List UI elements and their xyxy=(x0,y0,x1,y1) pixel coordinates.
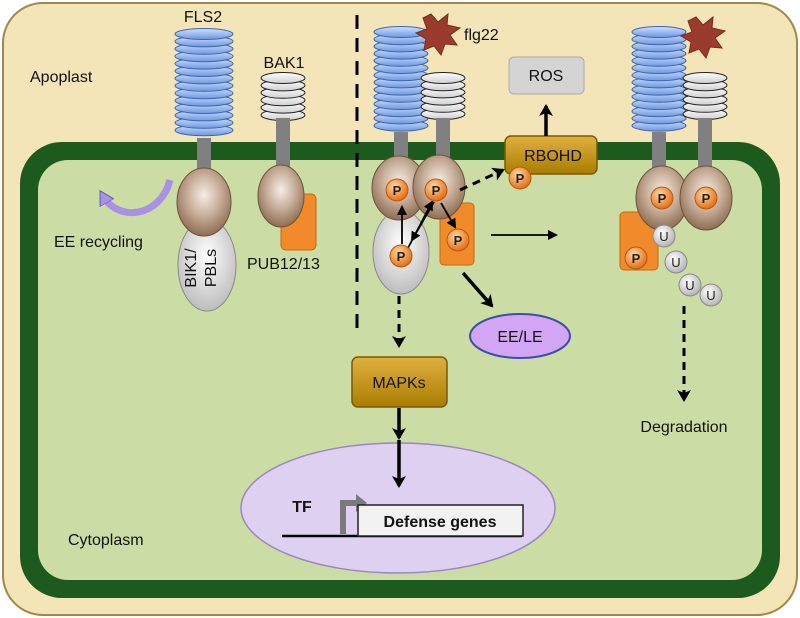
fls2-lrr xyxy=(174,28,234,137)
flg22-label: flg22 xyxy=(464,27,499,44)
fls2-lrr-active xyxy=(373,26,429,132)
bak1-kinase xyxy=(257,164,305,228)
phosphate-circle xyxy=(650,186,674,210)
pub-label: PUB12/13 xyxy=(247,256,320,273)
ubiquitin-label: U xyxy=(659,229,668,244)
flg22-star xyxy=(414,12,462,57)
phosphate-group: P xyxy=(694,186,718,210)
ubiquitin-label: U xyxy=(685,278,694,293)
phosphate-circle xyxy=(694,186,718,210)
recycling-arrow xyxy=(103,178,174,216)
bak1-tm xyxy=(276,118,290,173)
promoter-arrow xyxy=(340,500,357,534)
bak1-lrr xyxy=(260,72,306,121)
transmembrane-domains xyxy=(197,118,712,173)
phosphate-group: P xyxy=(389,244,413,268)
ros-label: ROS xyxy=(529,68,564,85)
bak1-tm-deg xyxy=(698,118,712,170)
fls2-label: FLS2 xyxy=(184,9,222,26)
ubiquitin-label: U xyxy=(706,288,715,303)
phosphate-group: P xyxy=(385,178,409,202)
defense-genes-box xyxy=(357,504,524,537)
ubiquitin-group: U xyxy=(652,224,676,248)
phosphate-label: P xyxy=(632,251,641,266)
bak1-lrr-deg xyxy=(682,72,728,120)
bak1-lrr-deg-repeat xyxy=(682,72,728,84)
rbohd-label: RBOHD xyxy=(524,148,582,165)
signaling-arrows xyxy=(392,167,691,440)
ubiquitin-group: U xyxy=(664,250,688,274)
tf-label: TF xyxy=(292,499,312,516)
phosphate-label: P xyxy=(393,183,402,198)
phosphate-label: P xyxy=(516,171,525,186)
lrr-stacks xyxy=(174,26,728,137)
ee-le-vesicle xyxy=(469,313,571,359)
fls2-lrr-deg xyxy=(631,26,687,132)
degradation-label: Degradation xyxy=(640,419,727,436)
ee-le-label: EE/LE xyxy=(497,329,542,346)
mapks-label: MAPKs xyxy=(372,375,425,392)
bak-to-bik-arrow xyxy=(410,201,435,242)
phosphate-group: P xyxy=(508,166,532,190)
to-eele-arrow xyxy=(461,271,494,308)
ubiquitin-circle xyxy=(678,273,702,297)
ubiquitin-circle xyxy=(699,283,723,307)
bak1-lrr-active xyxy=(420,72,466,120)
mapks-box xyxy=(351,356,448,408)
bak1-tm-active xyxy=(436,118,450,162)
ee-recycling-label: EE recycling xyxy=(54,234,143,251)
fls2-lrr-repeat xyxy=(174,28,234,40)
phosphate-label: P xyxy=(397,249,406,264)
ubiquitin-label: U xyxy=(671,255,680,270)
fls2-tm-deg xyxy=(652,132,666,170)
ubiquitin-circle xyxy=(652,224,676,248)
bak-to-pub-arrow xyxy=(440,202,457,229)
phosphate-group: P xyxy=(446,228,470,252)
cytoplasm-label: Cytoplasm xyxy=(68,532,144,549)
apoplast-label: Apoplast xyxy=(30,69,93,86)
phosphate-label: P xyxy=(454,233,463,248)
phosphate-circle xyxy=(424,178,448,202)
ubiquitin-circle xyxy=(664,250,688,274)
ros-box xyxy=(508,56,585,95)
bik1-label-line1: BIK1/ xyxy=(183,248,200,288)
defense-genes-label: Defense genes xyxy=(384,514,497,531)
phosphate-circle xyxy=(389,244,413,268)
p-to-rbohd-arrow xyxy=(459,167,505,192)
phosphate-groups: P P P P P P P P xyxy=(385,166,718,270)
ubiquitin-group: U xyxy=(678,273,702,297)
phosphate-group: P xyxy=(650,186,674,210)
phosphate-group: P xyxy=(624,246,648,270)
bak1-lrr-repeat xyxy=(260,72,306,84)
bak1-label: BAK1 xyxy=(264,55,305,72)
phosphate-group: P xyxy=(424,178,448,202)
bik1-label-line2: PBLs xyxy=(203,249,220,287)
fls2-lrr-deg-repeat xyxy=(631,26,687,38)
phosphate-label: P xyxy=(702,191,711,206)
flg22-star-deg xyxy=(679,15,727,60)
rbohd-box xyxy=(504,135,598,175)
phosphate-label: P xyxy=(658,191,667,206)
fls2-tm xyxy=(197,138,211,172)
bak1-lrr-active-repeat xyxy=(420,72,466,84)
ubiquitin-group: U xyxy=(699,283,723,307)
phosphate-circle xyxy=(508,166,532,190)
phosphate-circle xyxy=(385,178,409,202)
phosphate-circle xyxy=(624,246,648,270)
phosphate-label: P xyxy=(432,183,441,198)
fls2-kinase xyxy=(176,167,232,237)
phosphate-circle xyxy=(446,228,470,252)
